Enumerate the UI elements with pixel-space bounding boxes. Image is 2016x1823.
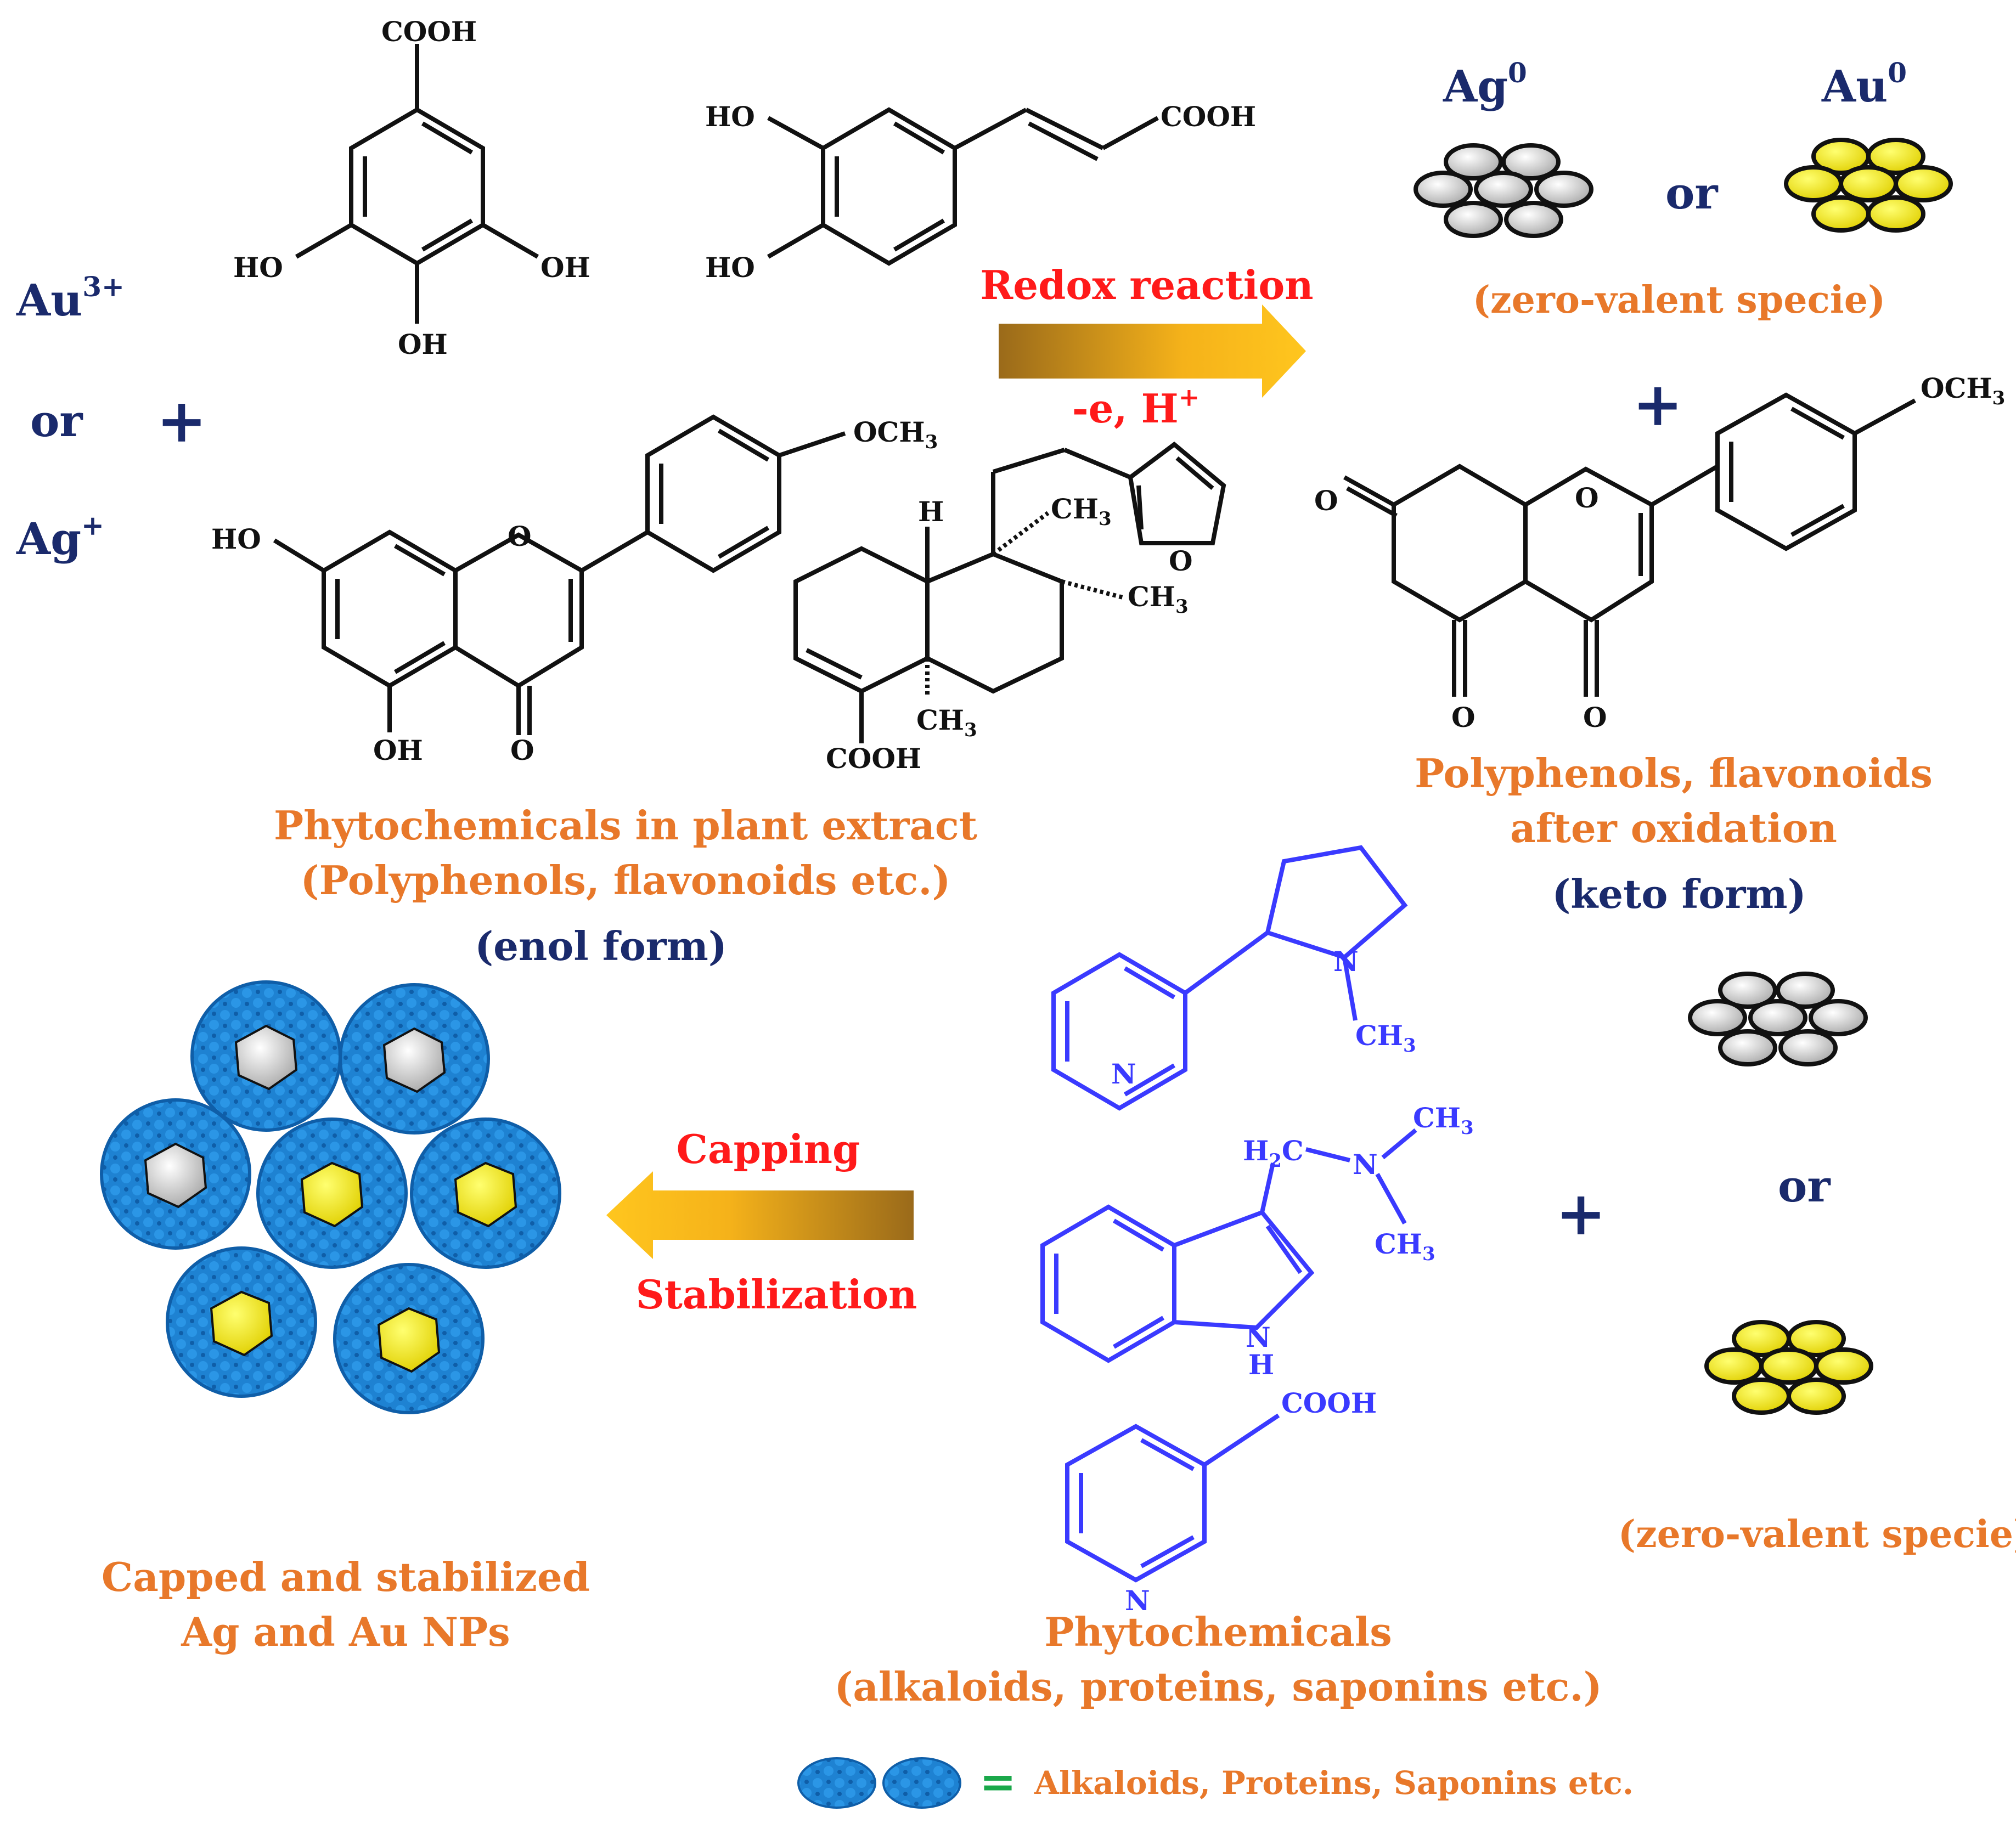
gramine-ch3-a: CH3	[1413, 1102, 1474, 1139]
terpene-structure	[793, 441, 1226, 743]
legend-equals: =	[979, 1756, 1016, 1807]
ag-ion: Ag+	[16, 509, 104, 565]
oxidized-label-1: Polyphenols, flavonoids	[1415, 750, 1933, 797]
capped-np-gold-4	[333, 1263, 485, 1414]
niacin-cooh: COOH	[1281, 1387, 1377, 1419]
flavone-o-ring: O	[508, 520, 532, 552]
gallic-cooh: COOH	[381, 15, 477, 48]
redox-sub-label: -e, H+	[1072, 382, 1200, 432]
capped-np-gold-2	[410, 1117, 561, 1269]
redox-label: Redox reaction	[980, 262, 1313, 308]
gramine-h2c: H2C	[1243, 1135, 1304, 1172]
terpene-ch3-b: CH3	[1128, 580, 1189, 618]
gallic-oh-bottom: OH	[398, 328, 448, 360]
legend-capping-blob-1	[797, 1757, 876, 1809]
capped-np-silver-1	[190, 980, 342, 1132]
metal-ions: Au3+ or Ag+	[16, 270, 125, 565]
reactant-label-1: Phytochemicals in plant extract	[274, 802, 977, 849]
nicotine-n-ring: N	[1111, 1058, 1136, 1090]
nicotine-ch3: CH3	[1355, 1019, 1416, 1057]
caffeic-ho-bottom: HO	[705, 251, 755, 284]
oxidized-label-2: after oxidation	[1510, 805, 1837, 851]
enol-form-label: (enol form)	[475, 923, 727, 969]
redox-arrow	[999, 304, 1306, 398]
oxidized-o-bottom-2: O	[1583, 701, 1607, 733]
au-ion: Au3+	[16, 270, 125, 326]
zero-valent-right: (zero-valent specie)	[1618, 1512, 2016, 1556]
ions-or: or	[30, 395, 83, 447]
au0-label: Au0	[1821, 57, 1907, 112]
legend-text: Alkaloids, Proteins, Saponins etc.	[1034, 1764, 1634, 1802]
right-or: or	[1778, 1160, 1831, 1212]
caffeic-acid-structure	[767, 107, 1159, 266]
gramine-nh-n: N	[1246, 1321, 1271, 1353]
terpene-ch3-c: CH3	[916, 704, 977, 741]
oxidized-o-ring: O	[1575, 482, 1599, 514]
caffeic-ho-top: HO	[705, 100, 755, 133]
top-or: or	[1665, 167, 1718, 219]
oxidized-och3: OCH3	[1921, 372, 2005, 409]
nicotine-structure	[1051, 845, 1408, 1111]
flavone-oh: OH	[373, 734, 423, 766]
capped-np-gold-3	[166, 1246, 317, 1398]
gramine-nh-h: H	[1248, 1348, 1274, 1381]
capped-np-silver-2	[339, 983, 490, 1135]
flavone-ho: HO	[211, 523, 261, 555]
gramine-n: N	[1353, 1148, 1378, 1181]
plus-sign-3: +	[1556, 1178, 1606, 1249]
phyto2-label-2: (alkaloids, proteins, saponins etc.)	[834, 1663, 1602, 1710]
capped-np-silver-3	[100, 1098, 251, 1250]
niacin-structure	[1065, 1413, 1280, 1583]
stabilization-label: Stabilization	[636, 1271, 917, 1318]
zero-valent-top: (zero-valent specie)	[1473, 278, 1885, 322]
phyto2-label-1: Phytochemicals	[1044, 1608, 1392, 1655]
flavone-o-keto: O	[510, 734, 534, 766]
gallic-ho: HO	[233, 251, 283, 284]
silver-cluster-right	[1688, 972, 1868, 1066]
plus-sign-2: +	[1632, 369, 1683, 439]
gold-cluster-right	[1704, 1320, 1873, 1415]
result-label-2: Ag and Au NPs	[181, 1608, 510, 1655]
result-label-1: Capped and stabilized	[102, 1554, 590, 1600]
reactant-label-2: (Polyphenols, flavonoids etc.)	[301, 857, 951, 904]
legend: = Alkaloids, Proteins, Saponins etc.	[797, 1756, 1634, 1809]
capping-label: Capping	[677, 1126, 860, 1172]
capped-np-gold-1	[256, 1117, 408, 1269]
gold-cluster-top	[1784, 138, 1953, 233]
nicotine-n: N	[1333, 945, 1359, 978]
terpene-h: H	[918, 495, 944, 528]
ag0-label: Ag0	[1443, 57, 1527, 112]
terpene-cooh: COOH	[826, 742, 921, 775]
plus-sign-1: +	[156, 385, 207, 456]
oxidized-flavone-structure	[1343, 392, 1916, 697]
gallic-oh-right: OH	[540, 251, 590, 284]
legend-capping-blob-2	[882, 1757, 961, 1809]
capped-nanoparticles	[100, 980, 561, 1414]
keto-form-label: (keto form)	[1552, 871, 1806, 917]
flavone-structure	[273, 414, 846, 735]
oxidized-o-bottom-1: O	[1451, 701, 1476, 733]
niacin-n: N	[1125, 1584, 1150, 1617]
terpene-ch3-a: CH3	[1051, 493, 1112, 530]
gramine-structure	[1040, 1128, 1417, 1363]
flavone-och3: OCH3	[853, 416, 938, 453]
capping-arrow	[606, 1171, 914, 1259]
caffeic-cooh: COOH	[1161, 100, 1256, 133]
oxidized-o-left: O	[1314, 484, 1338, 517]
terpene-o: O	[1169, 545, 1193, 577]
silver-cluster-top	[1414, 143, 1593, 238]
gallic-acid-structure	[295, 44, 539, 324]
gramine-ch3-b: CH3	[1375, 1228, 1435, 1265]
